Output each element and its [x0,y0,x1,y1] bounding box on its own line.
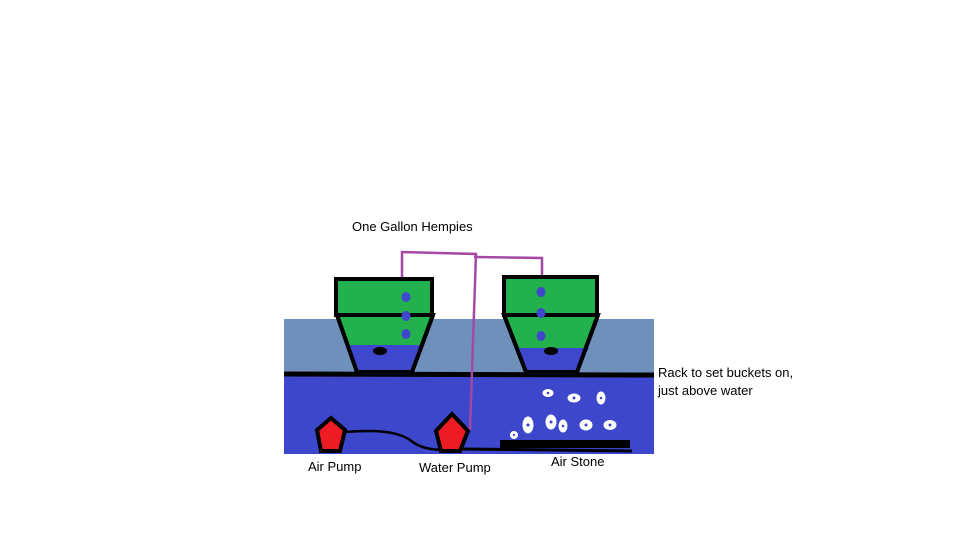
left-bucket-outline-bottom [335,314,435,374]
bubble-centers [512,391,612,437]
drip-tubing [400,250,544,431]
right-drain-hole [544,347,558,355]
left-drip-drop [401,329,411,339]
right-bucket-water [517,348,589,370]
left-drip-drop [401,311,411,321]
air-pump-label: Air Pump [308,459,361,474]
left-bucket-water [350,345,420,370]
air-stone [500,440,630,448]
right-bucket-top [502,275,599,317]
air-stone-label: Air Stone [551,454,604,469]
water-pump-label: Water Pump [419,460,491,475]
right-hempie-bucket [501,275,601,374]
left-bucket-top [334,277,434,317]
left-drip-drop [401,292,411,302]
left-hempie-bucket [334,277,436,374]
rack-label-line1: Rack to set buckets on, [658,365,793,380]
rack-line [283,371,655,378]
rack-label-line2: just above water [657,383,753,398]
right-drip-drop [536,287,546,297]
right-bucket-outline-bottom [502,314,600,374]
buckets-label: One Gallon Hempies [352,219,473,234]
right-drip-drop [536,331,546,341]
air-hose [344,429,449,452]
right-drip-drop [536,308,546,318]
left-drain-hole [373,347,387,355]
airstone-hose [461,447,633,453]
water-pump [433,411,471,453]
air-pump [314,415,348,453]
